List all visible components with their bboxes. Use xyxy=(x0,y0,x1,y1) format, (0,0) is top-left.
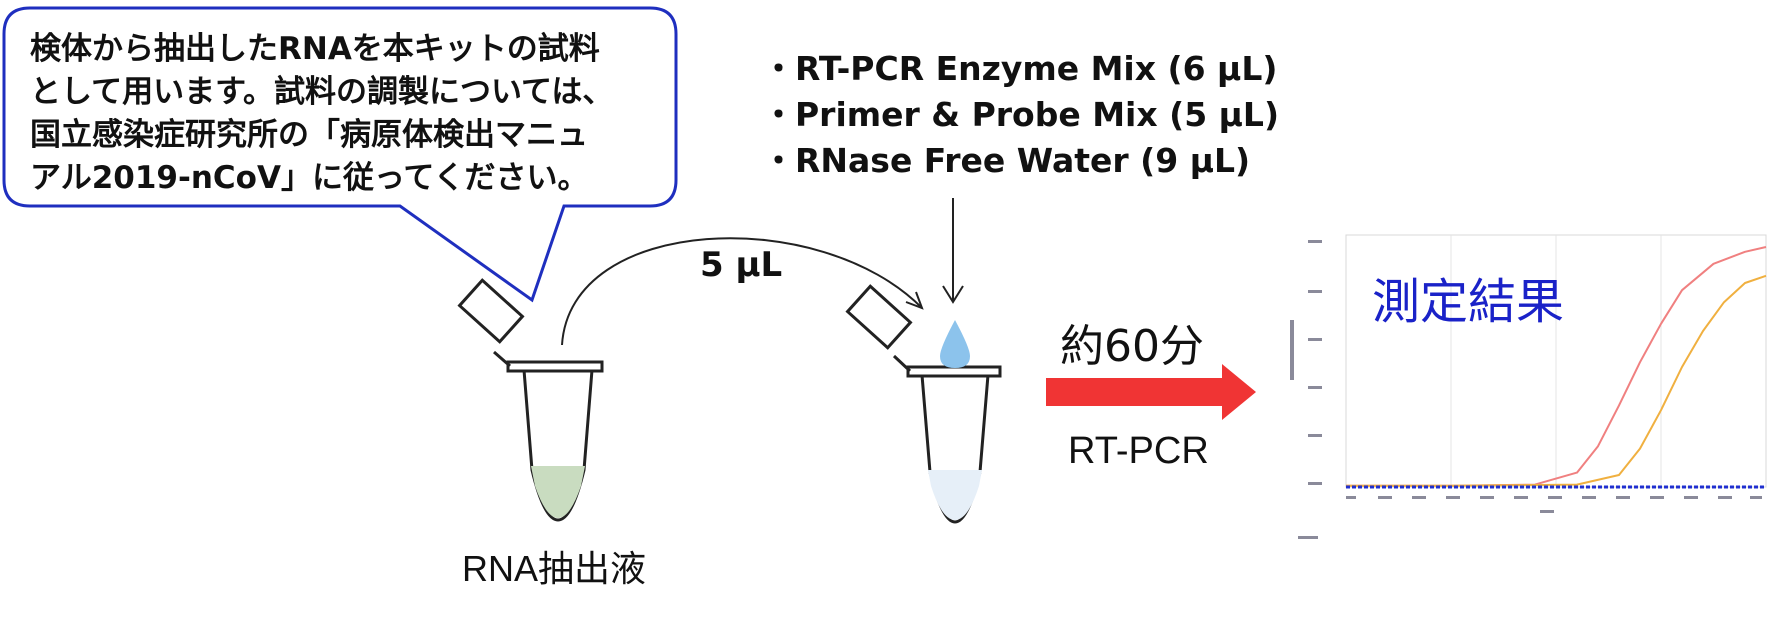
callout-line: 国立感染症研究所の「病原体検出マニュ xyxy=(30,117,588,153)
chart-series xyxy=(1346,246,1767,489)
result-chart xyxy=(1290,234,1767,539)
callout-line: として用います。試料の調製については、 xyxy=(30,74,614,110)
sample-tube-icon xyxy=(457,278,604,522)
reagent-item: ・RT-PCR Enzyme Mix (6 μL) xyxy=(762,49,1278,88)
transfer-volume-label: 5 μL xyxy=(700,245,783,285)
sample-liquid xyxy=(531,466,585,518)
method-label: RT-PCR xyxy=(1068,430,1209,472)
speech-bubble xyxy=(2,6,678,303)
callout-text: 検体から抽出したRNAを本キットの試料 として用います。試料の調製については、 … xyxy=(30,28,613,200)
result-label: 測定結果 xyxy=(1372,274,1565,330)
transfer-arrow xyxy=(561,237,923,346)
droplet-icon xyxy=(940,320,970,368)
transfer-arrowhead xyxy=(905,291,924,310)
chart-y-ticks xyxy=(1290,240,1322,485)
reagent-list: ・RT-PCR Enzyme Mix (6 μL) ・Primer & Prob… xyxy=(762,46,1279,184)
sample-tube-label: RNA抽出液 xyxy=(462,548,647,589)
process-arrow xyxy=(1046,364,1256,420)
chart-grid xyxy=(1450,235,1662,487)
chart-x-ticks xyxy=(1298,496,1762,539)
reaction-tube-icon xyxy=(845,284,1002,524)
chart-series-line-2 xyxy=(1346,274,1767,487)
reagent-item: ・Primer & Probe Mix (5 μL) xyxy=(762,95,1280,134)
callout-line: 検体から抽出したRNAを本キットの試料 xyxy=(30,31,600,67)
mix-liquid xyxy=(928,470,982,520)
reagent-arrowhead xyxy=(942,285,964,304)
reagent-item: ・RNase Free Water (9 μL) xyxy=(762,141,1251,180)
incubation-time-label: 約60分 xyxy=(1060,321,1204,372)
callout-line: アル2019-nCoV」に従ってください。 xyxy=(30,160,589,196)
